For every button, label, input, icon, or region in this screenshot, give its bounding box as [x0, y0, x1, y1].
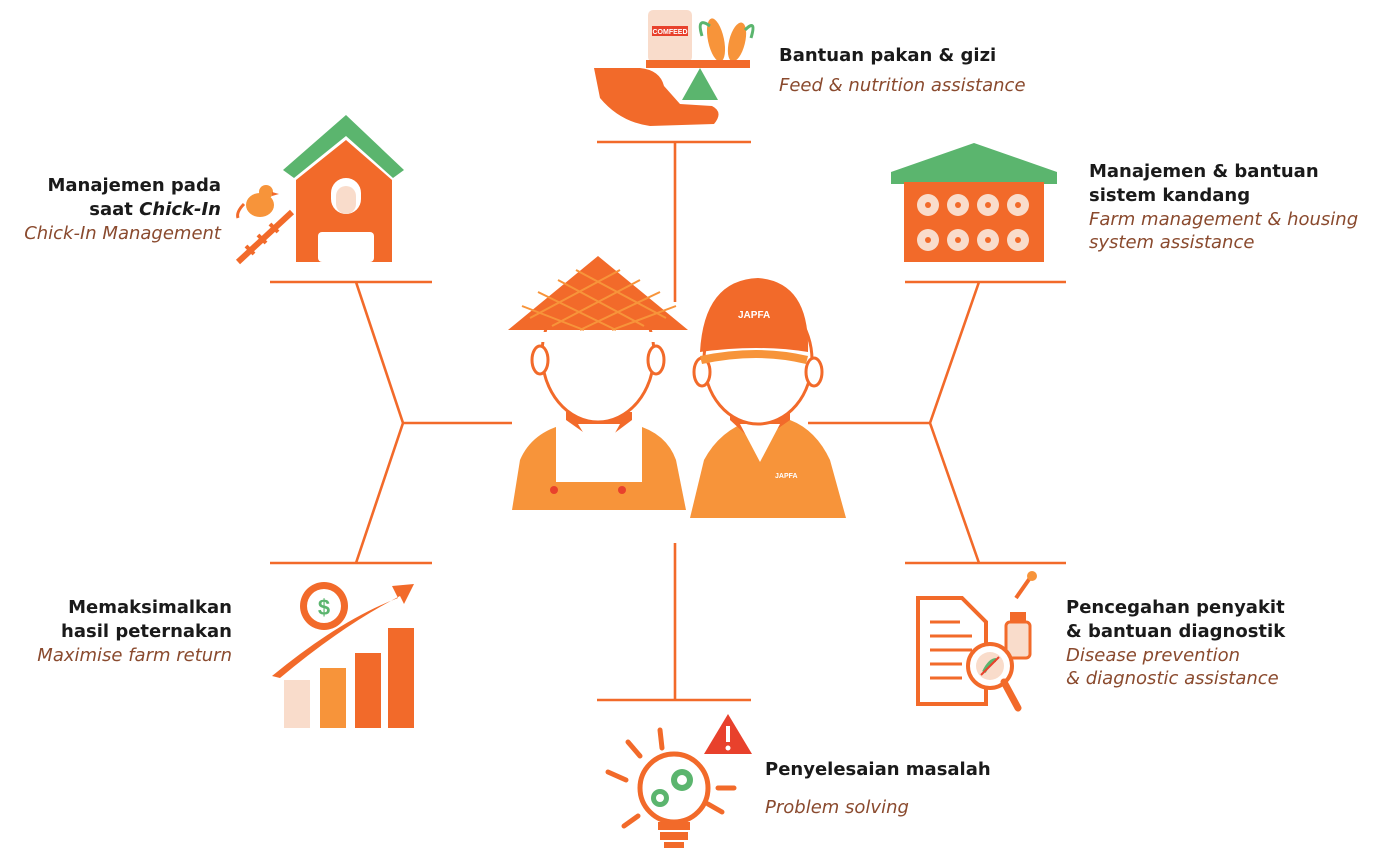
scale-fulcrum: [682, 68, 718, 100]
chickin-title-line1: Manajemen pada: [47, 175, 221, 196]
cap-brand-text: JAPFA: [738, 310, 770, 321]
barn-roof: [891, 143, 1057, 184]
feed-scale-icon: COMFEED: [594, 10, 755, 126]
disease-title-line2: & bantuan diagnostik: [1066, 620, 1286, 642]
connector-left-branch: [270, 280, 432, 564]
farm-subtitle-line1: Farm management & housing: [1089, 208, 1359, 230]
label-disease-prevention: Pencegahan penyakit & bantuan diagnostik…: [1066, 596, 1285, 691]
disease-subtitle-line2: & diagnostic assistance: [1066, 668, 1279, 690]
cap-icon: [700, 278, 809, 352]
label-problem-solving: Penyelesaian masalah Problem solving: [765, 758, 991, 820]
problem-subtitle: Problem solving: [765, 796, 909, 818]
farm-title-line2: sistem kandang: [1089, 184, 1251, 206]
feed-subtitle: Feed & nutrition assistance: [779, 74, 1026, 96]
ladder-icon: [235, 209, 295, 265]
farmer-left-figure: [508, 256, 688, 510]
corn-icon-2: [727, 22, 747, 62]
bulb-glass: [637, 751, 711, 825]
farm-housing-icon: [891, 143, 1057, 262]
farm-title-line1: Manajemen & bantuan: [1089, 161, 1319, 182]
disease-subtitle-line1: Disease prevention: [1066, 644, 1241, 666]
label-feed-nutrition: Bantuan pakan & gizi Feed & nutrition as…: [779, 44, 1026, 98]
chart-bar-3: [355, 653, 381, 728]
chickin-title-line2: saat Chick-In: [0, 198, 221, 222]
chick-house-icon: [235, 115, 404, 265]
farm-subtitle-line2: system assistance: [1089, 232, 1255, 254]
connector-lines: [270, 140, 1066, 702]
chickin-subtitle: Chick-In Management: [24, 222, 221, 244]
diagnostic-icon: [916, 571, 1037, 712]
shirt-brand-text: JAPFA: [775, 473, 798, 480]
house-door: [318, 232, 374, 262]
conical-hat-icon: [508, 256, 688, 330]
feed-bag-label: COMFEED: [653, 29, 688, 36]
svg-text:$: $: [318, 595, 330, 620]
house-roof: [283, 115, 404, 178]
corn-icon: [706, 18, 726, 62]
chickin-title-prefix: saat: [89, 198, 140, 220]
dropper-icon: [1014, 576, 1032, 600]
feed-title: Bantuan pakan & gizi: [779, 45, 997, 66]
lightbulb-icon: [605, 714, 752, 848]
chart-bar-4: [388, 628, 414, 728]
connector-right-branch: [905, 280, 1066, 564]
chickin-title-emphasis: Chick-In: [139, 198, 221, 220]
house-window: [336, 186, 356, 214]
farmer-right-figure: JAPFA JAPFA: [690, 278, 846, 518]
label-farm-management: Manajemen & bantuan sistem kandang Farm …: [1089, 160, 1358, 255]
staff-shirt: [690, 420, 846, 518]
growth-chart-icon: $: [272, 582, 414, 728]
feed-bag-band: [652, 26, 688, 36]
label-chick-in-management: Manajemen pada saat Chick-In Chick-In Ma…: [0, 174, 221, 245]
chart-bar-2: [320, 668, 346, 728]
chart-bar-1: [284, 680, 310, 728]
disease-title-line1: Pencegahan penyakit: [1066, 597, 1285, 618]
return-title-line2: hasil peternakan: [61, 620, 232, 642]
problem-title: Penyelesaian masalah: [765, 759, 991, 780]
scale-plate: [646, 60, 750, 68]
hand-icon: [594, 68, 719, 126]
label-maximise-return: Memaksimalkan hasil peternakan Maximise …: [0, 596, 232, 667]
return-title-line1: Memaksimalkan: [68, 597, 232, 618]
return-subtitle: Maximise farm return: [37, 644, 232, 666]
growth-arrow-icon: [272, 584, 414, 678]
chick-icon: [246, 193, 274, 217]
